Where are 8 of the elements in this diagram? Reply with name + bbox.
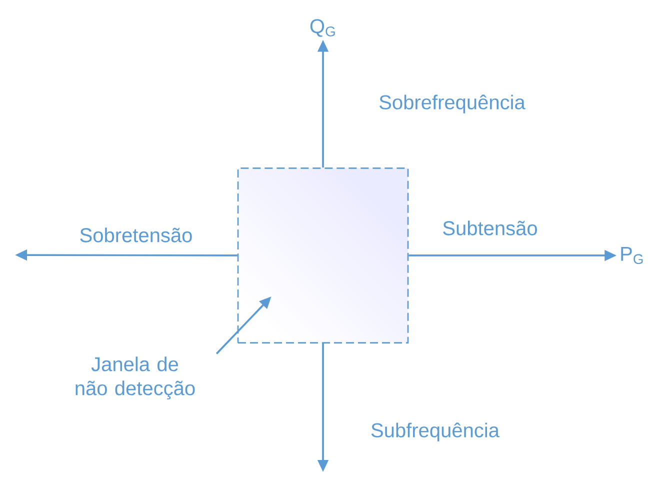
axis-label: Q$_{G}$: [310, 19, 335, 37]
axis-label: P$_{G}$: [621, 246, 643, 264]
edge-label: Subtensão: [440, 219, 540, 237]
edge-label: Sobrefrequência: [377, 93, 527, 115]
annotation-text: Janela de não detecção: [76, 356, 195, 400]
window-box: [237, 168, 409, 344]
edge-label: Subfrequência: [369, 421, 501, 443]
edge-label: Sobretensão: [78, 226, 194, 244]
